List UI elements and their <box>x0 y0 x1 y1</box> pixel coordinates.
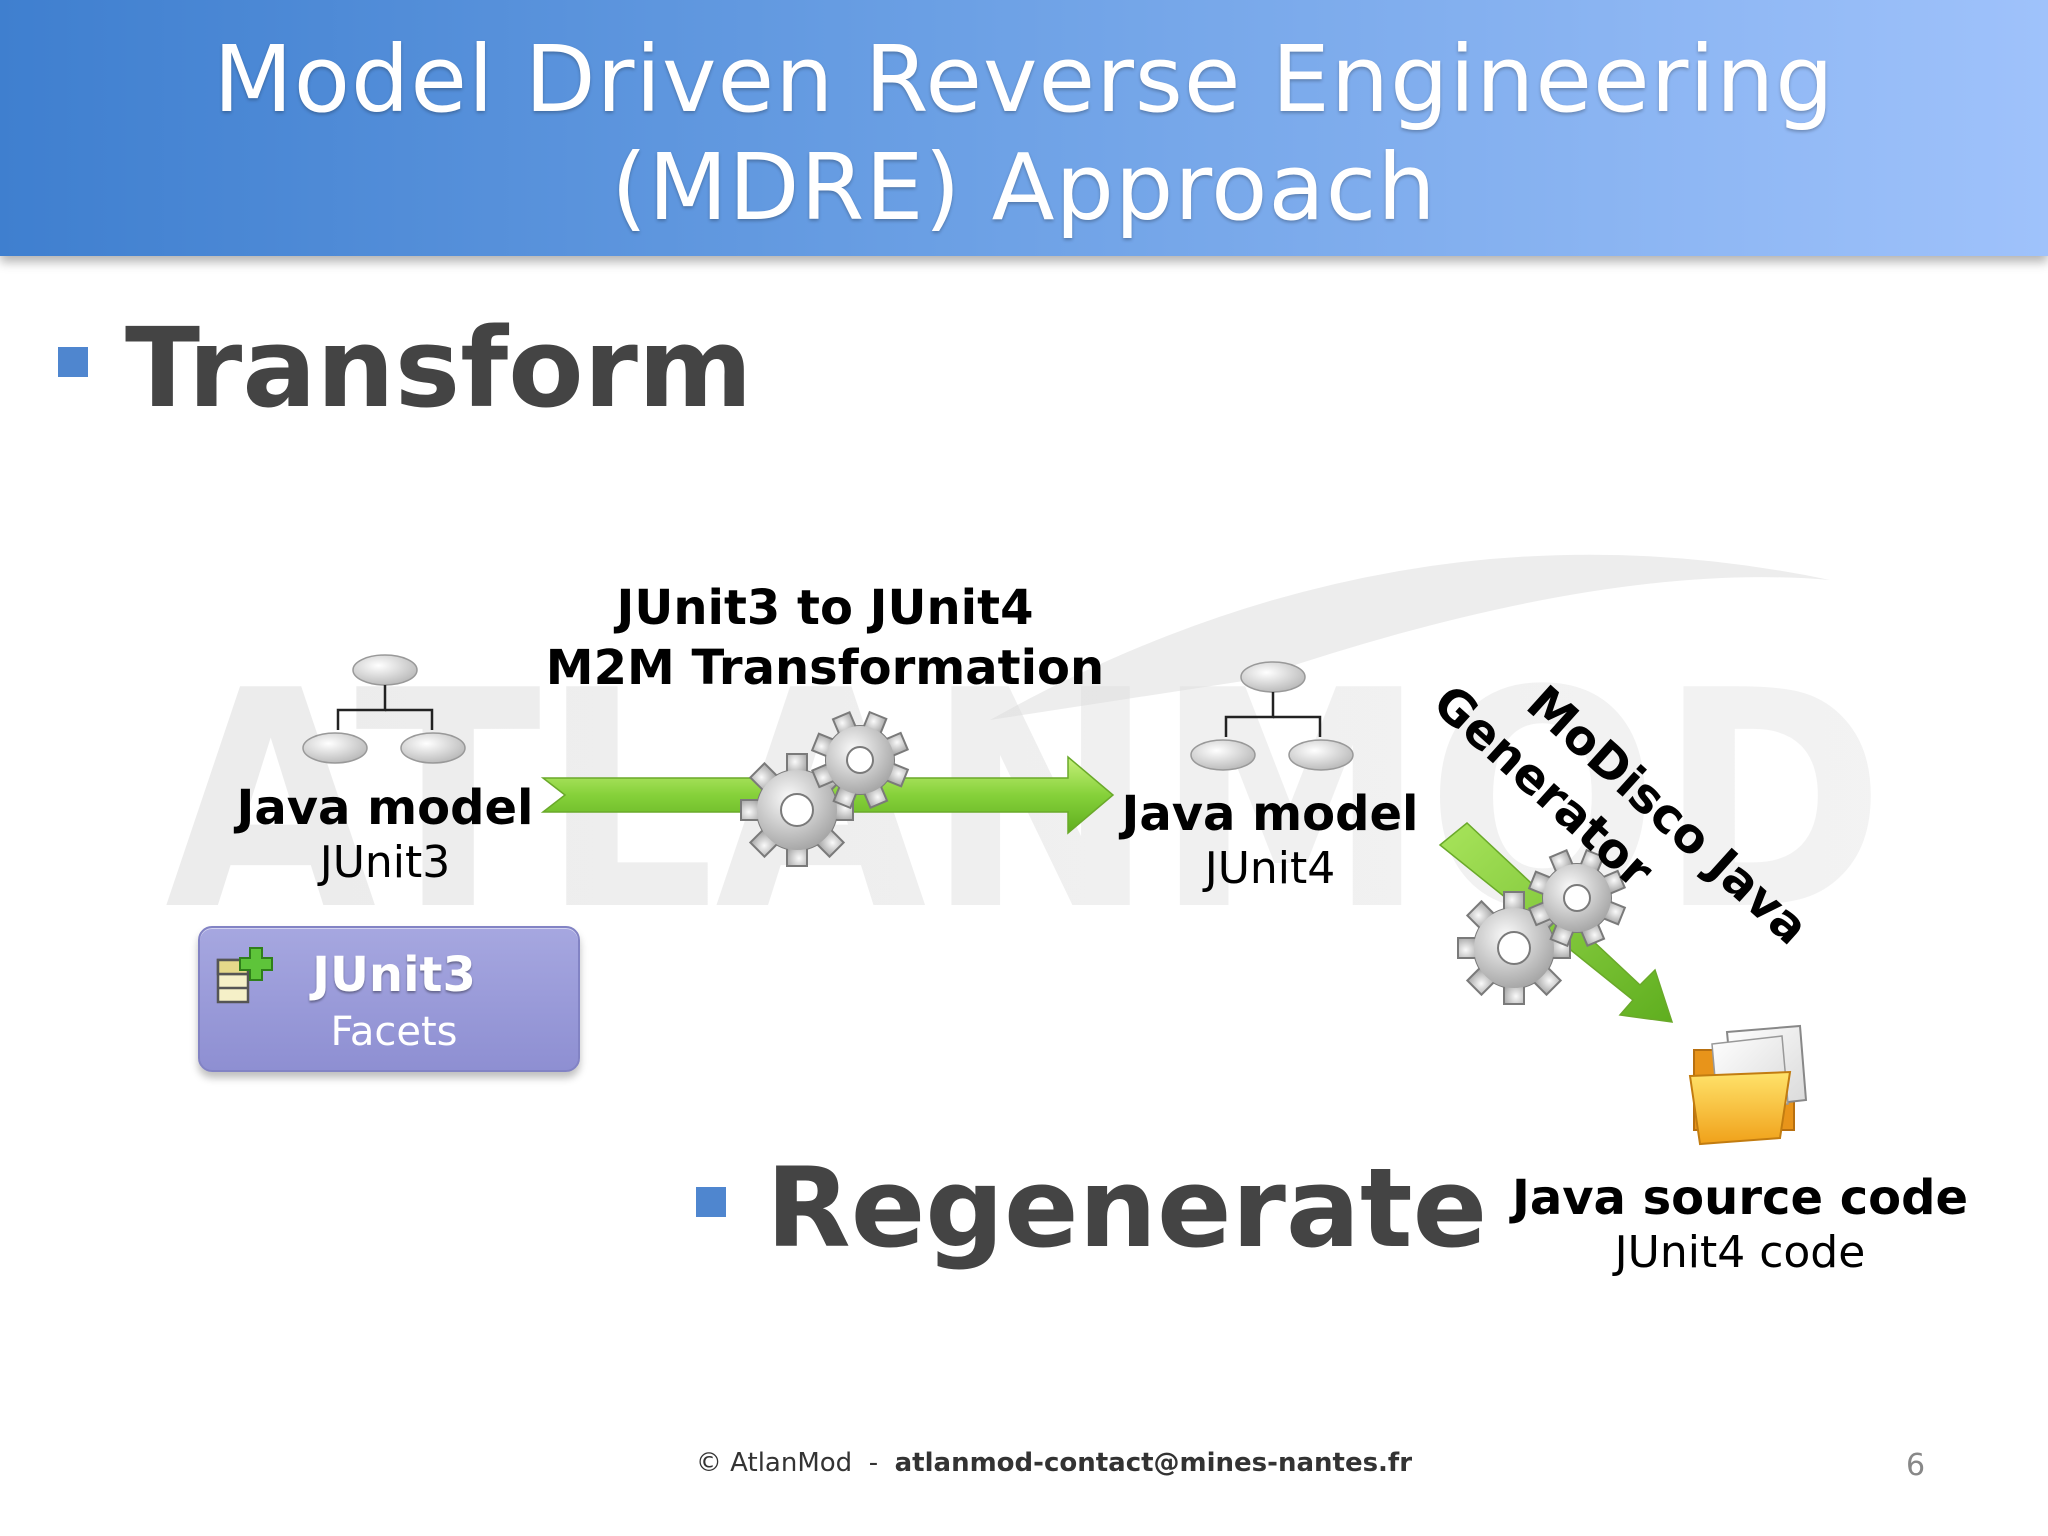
transformation-line1: JUnit3 to JUnit4 <box>616 580 1034 636</box>
model-tree-icon <box>302 654 466 764</box>
facets-subtitle: Facets <box>330 1009 458 1055</box>
node-subtitle: JUnit3 <box>319 837 451 888</box>
title-bar: Model Driven Reverse Engineering (MDRE) … <box>0 0 2048 256</box>
bullet-transform: Transform <box>125 304 753 432</box>
facets-title: JUnit3 <box>312 947 476 1003</box>
model-tree-icon <box>1190 661 1354 771</box>
node-java-model-junit3: Java model JUnit3 <box>220 780 550 890</box>
gears-icon <box>1457 848 1627 1005</box>
bullet-square-transform <box>58 347 88 377</box>
transformation-line2: M2M Transformation <box>545 640 1105 696</box>
footer-copyright: © AtlanMod <box>695 1448 853 1478</box>
slide-title-line2: (MDRE) Approach <box>611 134 1437 241</box>
facets-table-icon <box>216 947 273 1004</box>
node-subtitle: JUnit4 code <box>1614 1227 1866 1278</box>
node-java-model-junit4: Java model JUnit4 <box>1105 786 1435 896</box>
bullet-regenerate: Regenerate <box>766 1144 1488 1272</box>
node-title: Java source code <box>1511 1170 1969 1226</box>
watermark-swoosh <box>990 554 1830 720</box>
transformation-label: JUnit3 to JUnit4 M2M Transformation <box>540 580 1110 696</box>
bullet-square-regenerate <box>696 1187 726 1217</box>
slide-title-line1: Model Driven Reverse Engineering <box>213 26 1835 133</box>
junit3-facets-box: JUnit3 Facets <box>198 926 580 1072</box>
footer-email: atlanmod-contact@mines-nantes.fr <box>894 1448 1413 1478</box>
slide-title: Model Driven Reverse Engineering (MDRE) … <box>0 26 2048 242</box>
node-title: Java model <box>1121 786 1419 842</box>
page-number: 6 <box>1906 1448 1926 1483</box>
footer: © AtlanMod - atlanmod-contact@mines-nant… <box>0 1446 2048 1480</box>
folder-icon <box>1688 1024 1808 1146</box>
footer-separator: - <box>868 1448 879 1478</box>
node-subtitle: JUnit4 <box>1204 843 1336 894</box>
node-java-source-code: Java source code JUnit4 code <box>1500 1170 1980 1280</box>
node-title: Java model <box>236 780 534 836</box>
gears-icon <box>740 710 910 867</box>
